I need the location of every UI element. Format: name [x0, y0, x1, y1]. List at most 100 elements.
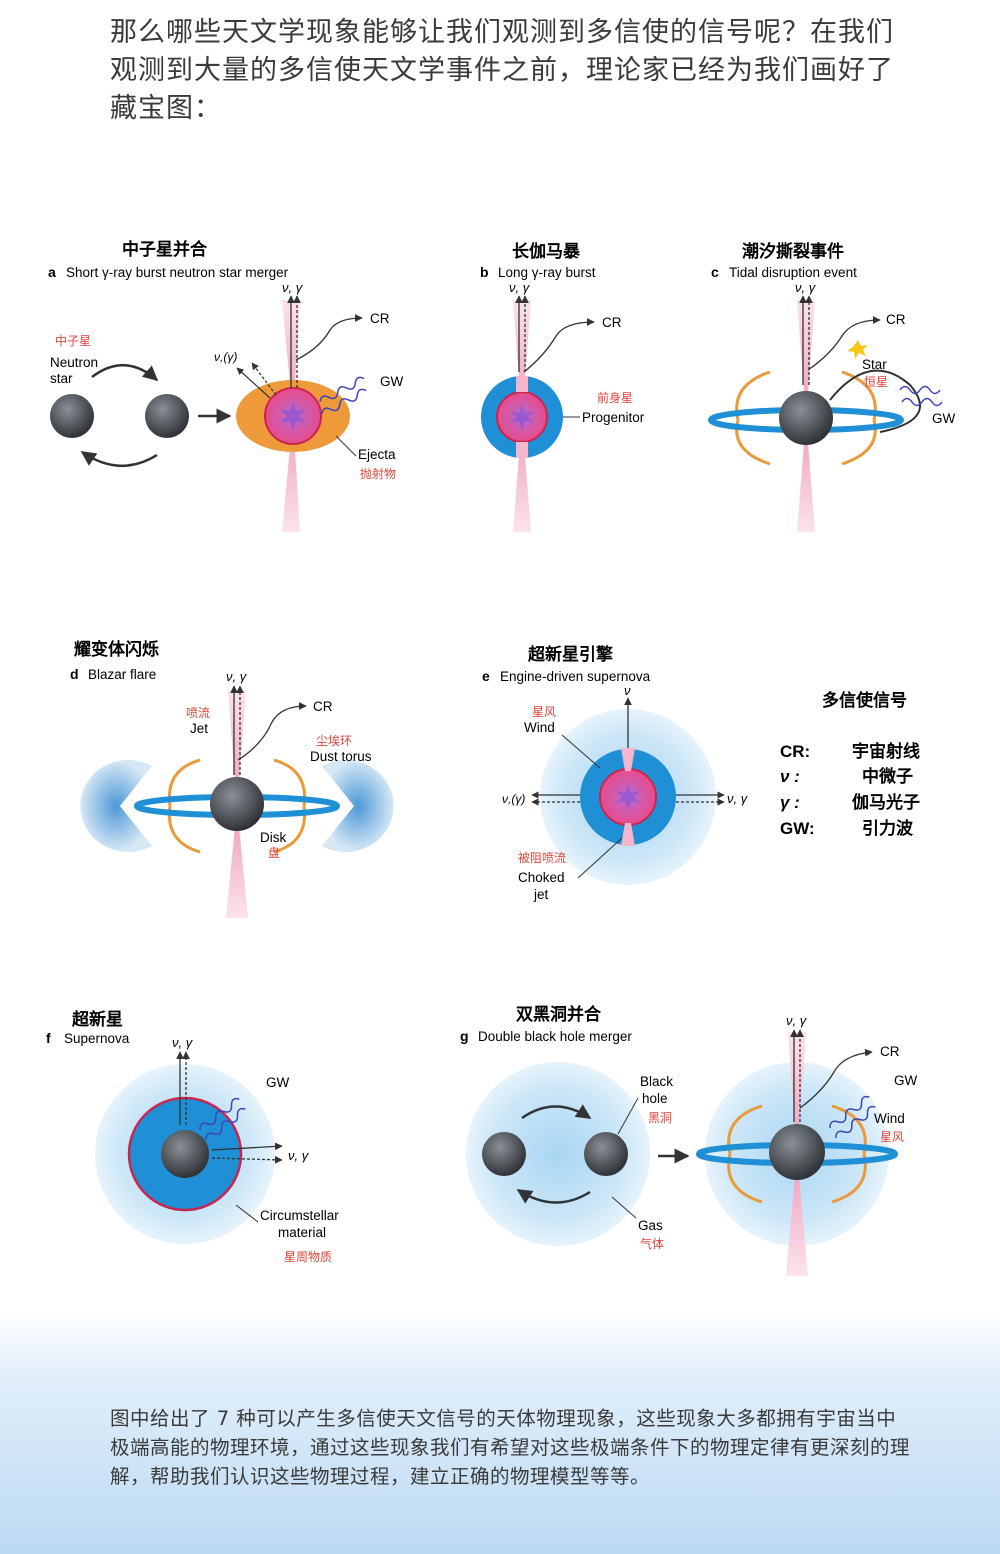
panel-f-title-zh: 超新星	[72, 1009, 123, 1030]
panel-b-title-en: Long γ-ray burst	[498, 265, 596, 280]
neutron-star-label-zh: 中子星	[55, 333, 91, 348]
panel-e-wind: Wind	[524, 720, 555, 735]
panel-c-star-zh: 恒星	[864, 375, 888, 389]
legend-zh-gw: 引力波	[862, 818, 914, 839]
gw-wave-1	[829, 1095, 870, 1129]
panel-c-title-zh: 潮汐撕裂事件	[742, 241, 844, 262]
orbit-arrow-bottom	[80, 450, 158, 467]
cr-arrow	[523, 318, 595, 373]
choked-leader	[577, 837, 623, 879]
panel-g-bh-1: Black	[640, 1074, 673, 1089]
panel-d-letter: d	[70, 666, 79, 682]
jet-down	[797, 418, 815, 532]
panel-b-progenitor: Progenitor	[582, 410, 645, 425]
panel-e-choked-1: Choked	[518, 870, 565, 885]
panel-g-gas: Gas	[638, 1218, 663, 1233]
gw-wave-1	[319, 376, 365, 403]
cr-arrow	[799, 1048, 873, 1109]
panel-e-choked-zh: 被阻喷流	[518, 851, 566, 865]
gw-wave-2	[901, 397, 943, 407]
panel-g-wind-zh: 星风	[880, 1130, 904, 1144]
dust-torus-right	[322, 760, 394, 852]
panel-e: 超新星引擎 e Engine-driven supernova ν ν,(γ) …	[482, 644, 749, 902]
panel-g-cr: CR	[880, 1044, 900, 1059]
legend-sym-gamma: γ :	[780, 793, 800, 812]
panel-g-bh-zh: 黑洞	[648, 1111, 672, 1125]
black-hole	[779, 391, 833, 445]
panel-g-wind: Wind	[874, 1111, 905, 1126]
panel-e-choked-2: jet	[533, 887, 549, 902]
jet-channel-up	[516, 376, 528, 392]
panel-e-nu-gamma: ν, γ	[727, 791, 749, 806]
panel-g-letter: g	[460, 1028, 469, 1044]
signal-legend: 多信使信号 CR: 宇宙射线 ν : 中微子 γ : 伽马光子 GW: 引力波	[780, 690, 920, 839]
jet-down	[513, 417, 531, 532]
tidal-orbit	[829, 369, 921, 433]
dust-torus-left	[80, 760, 152, 852]
black-hole-1	[482, 1132, 526, 1176]
panel-b-nu-gamma: ν, γ	[509, 280, 531, 295]
collapsed-core	[161, 1130, 209, 1178]
gas-cloud	[466, 1062, 650, 1246]
panel-g-bh-2: hole	[642, 1091, 668, 1106]
jet-down	[282, 416, 300, 532]
black-hole-leader	[617, 1097, 639, 1135]
orbit-arrow-top	[521, 1104, 592, 1120]
neutron-star-label-1: Neutron	[50, 355, 98, 370]
panel-g-nu-gamma: ν, γ	[786, 1013, 808, 1028]
panel-e-wind-zh: 星风	[532, 705, 556, 719]
panel-a-cr: CR	[370, 311, 390, 326]
panel-d-disk-zh: 盘	[268, 845, 280, 860]
wind-leader	[561, 734, 601, 769]
gamma-arrow-diag	[251, 362, 277, 396]
nu-arrow-right	[211, 1142, 283, 1151]
panel-d-jet: Jet	[190, 721, 208, 736]
panel-f-title-en: Supernova	[64, 1031, 130, 1046]
panel-d-disk: Disk	[260, 830, 286, 845]
legend-zh-gamma: 伽马光子	[852, 792, 920, 813]
star-icon	[847, 340, 868, 359]
jet-up	[788, 1032, 806, 1154]
panel-f-nu-gamma-top: ν, γ	[172, 1035, 194, 1050]
jet-channel-down	[516, 442, 528, 458]
panel-a-title-en: Short γ-ray burst neutron star merger	[66, 265, 289, 280]
merged-black-hole	[769, 1124, 825, 1180]
panel-c-star: Star	[862, 357, 887, 372]
panel-g-gas-zh: 气体	[640, 1236, 664, 1251]
panel-d-dust: Dust torus	[310, 749, 372, 764]
jet-up	[797, 300, 815, 418]
panel-g: 双黑洞并合 g Double black hole merger Black h…	[460, 1004, 918, 1276]
panel-f-csm-zh: 星周物质	[284, 1250, 332, 1264]
panel-f: 超新星 f Supernova ν, γ ν, γ GW Circumstell…	[46, 1009, 339, 1264]
black-hole-2	[584, 1132, 628, 1176]
panel-c-letter: c	[711, 264, 719, 280]
jet-down	[226, 806, 248, 918]
jet-down	[786, 1154, 808, 1276]
panel-f-csm-1: Circumstellar	[260, 1208, 339, 1223]
neutron-star-label-2: star	[50, 371, 73, 386]
panel-f-nu-gamma-right: ν, γ	[288, 1148, 310, 1163]
panel-d-cr: CR	[313, 699, 333, 714]
panel-d-title-zh: 耀变体闪烁	[74, 639, 159, 660]
panel-c-nu-gamma: ν, γ	[795, 280, 817, 295]
multi-messenger-diagram: 中子星并合 a Short γ-ray burst neutron star m…	[46, 239, 956, 1276]
panel-e-title-zh: 超新星引擎	[528, 644, 614, 665]
panel-g-title-en: Double black hole merger	[478, 1029, 632, 1044]
panel-d-dust-zh: 尘埃环	[316, 734, 352, 748]
panel-c-cr: CR	[886, 312, 906, 327]
panel-f-letter: f	[46, 1030, 51, 1046]
bottom-gradient-band	[0, 1312, 1000, 1554]
panel-a-nu-gamma: ν, γ	[282, 280, 304, 295]
legend-title: 多信使信号	[822, 690, 907, 711]
jet-up	[228, 690, 246, 806]
gw-wave-1	[199, 1097, 240, 1131]
panel-a-letter: a	[48, 264, 56, 280]
csm-leader	[235, 1204, 259, 1223]
gamma-arrow-right	[211, 1155, 283, 1164]
outro-paragraph: 图中给出了 7 种可以产生多信使天文信号的天体物理现象，这些现象大多都拥有宇宙当…	[110, 1407, 911, 1488]
burst-icon	[510, 404, 534, 430]
gw-wave-2	[321, 388, 367, 415]
intro-paragraph: 那么哪些天文学现象能够让我们观测到多信使的信号呢？在我们观测到大量的多信使天文学…	[110, 17, 894, 124]
panel-d-nu-gamma: ν, γ	[226, 669, 248, 684]
gw-wave-2	[205, 1107, 246, 1141]
